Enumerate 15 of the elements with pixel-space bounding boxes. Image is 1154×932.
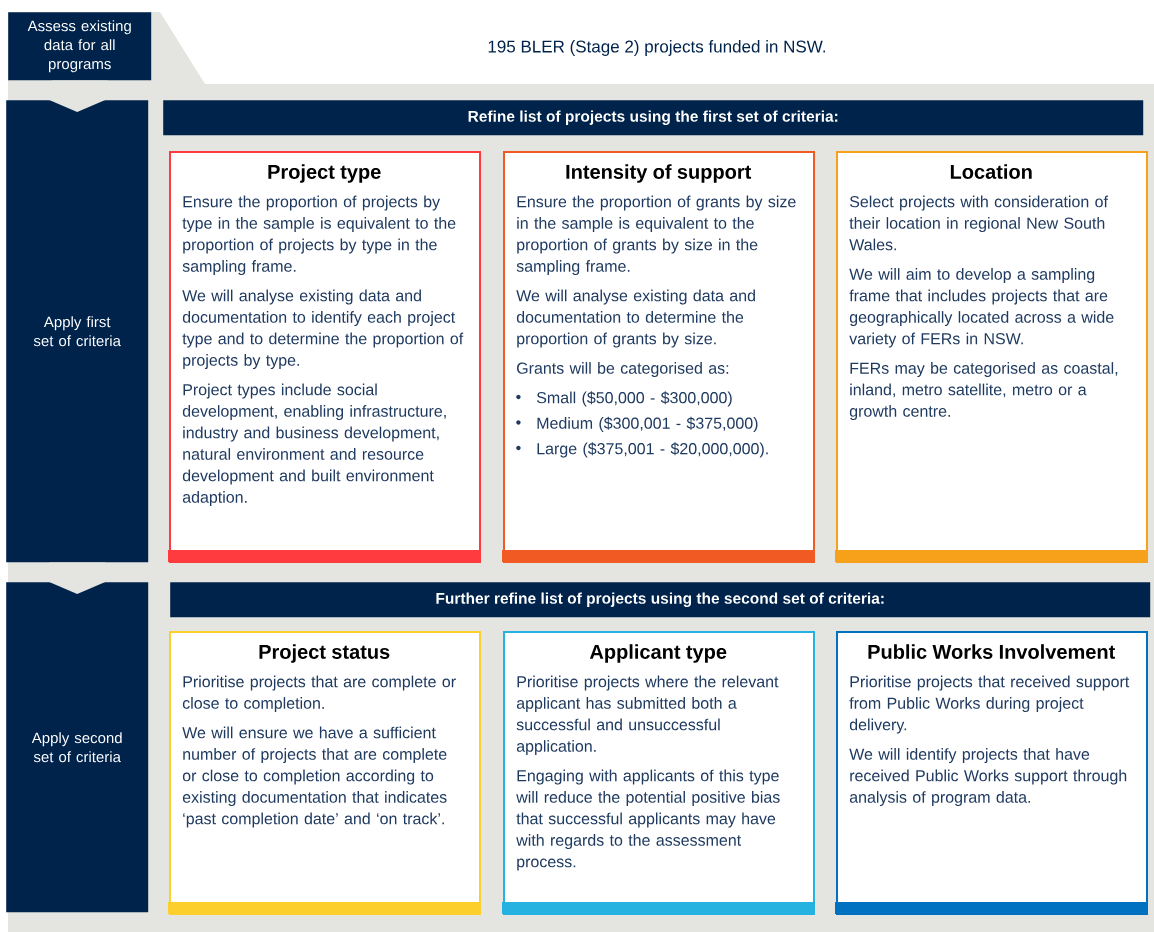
- step-column: Apply first set of criteria: [6, 100, 149, 563]
- step-box: Assess existing data for all programs: [8, 12, 152, 81]
- header-bar: Refine list of projects using the first set of criteria:: [163, 100, 1144, 136]
- chevron-arrow: [49, 80, 108, 112]
- header-bar: Further refine list of projects using the second set of criteria:: [170, 582, 1151, 618]
- criteria-card: Public Works Involvement Prioritise projects that received support from Public Works during project delivery. We will identify projects that have received Public Works support through analysis of program data.: [835, 631, 1148, 915]
- criteria-card: Applicant type Prioritise projects where the relevant applicant has submitted both a successful and unsuccessful application. Engaging with applicants of this type will reduce the potential positive bias that successful applicants may have with regards to the assessment process.: [502, 631, 815, 915]
- criteria-card: Project status Prioritise projects that are complete or close to completion. We will ensure we have a sufficient number of projects that are complete or close to completion according to existing documentation that indicates ‘past completion date’ and ‘on track’.: [168, 631, 481, 915]
- criteria-card: Project type Ensure the proportion of projects by type in the sample is equivalent to the proportion of projects by type in the sampling frame. We will analyse existing data and documentation to identify each project type and to determine the proportion of projects by type. Project types include social development, enabling infrastructure, industry and business development, natural environment and resource development and built environment adaption.: [168, 151, 481, 563]
- banner: 195 BLER (Stage 2) projects funded in NSW.: [160, 12, 1154, 84]
- node-label: 195 BLER (Stage 2) projects funded in NSW.: [488, 40, 826, 56]
- chevron-arrow: [49, 562, 106, 594]
- criteria-card: Intensity of support Ensure the proportion of grants by size in the sample is equivalent to the proportion of grants by size in the sampling frame. We will analyse existing data and documentation to determine the proportion of grants by size. Grants will be categorised as: Small ($50,000 - $300,000) Medium ($300,001 - $375,000) Large ($375,001 - $20,000,000).: [502, 151, 815, 563]
- criteria-card: Location Select projects with consideration of their location in regional New South Wales. We will aim to develop a sampling frame that includes projects that are geographically located across a wide variety of FERs in NSW. FERs may be categorised as coastal, inland, metro satellite, metro or a growth centre.: [835, 151, 1148, 563]
- step-column: Apply second set of criteria: [6, 582, 149, 913]
